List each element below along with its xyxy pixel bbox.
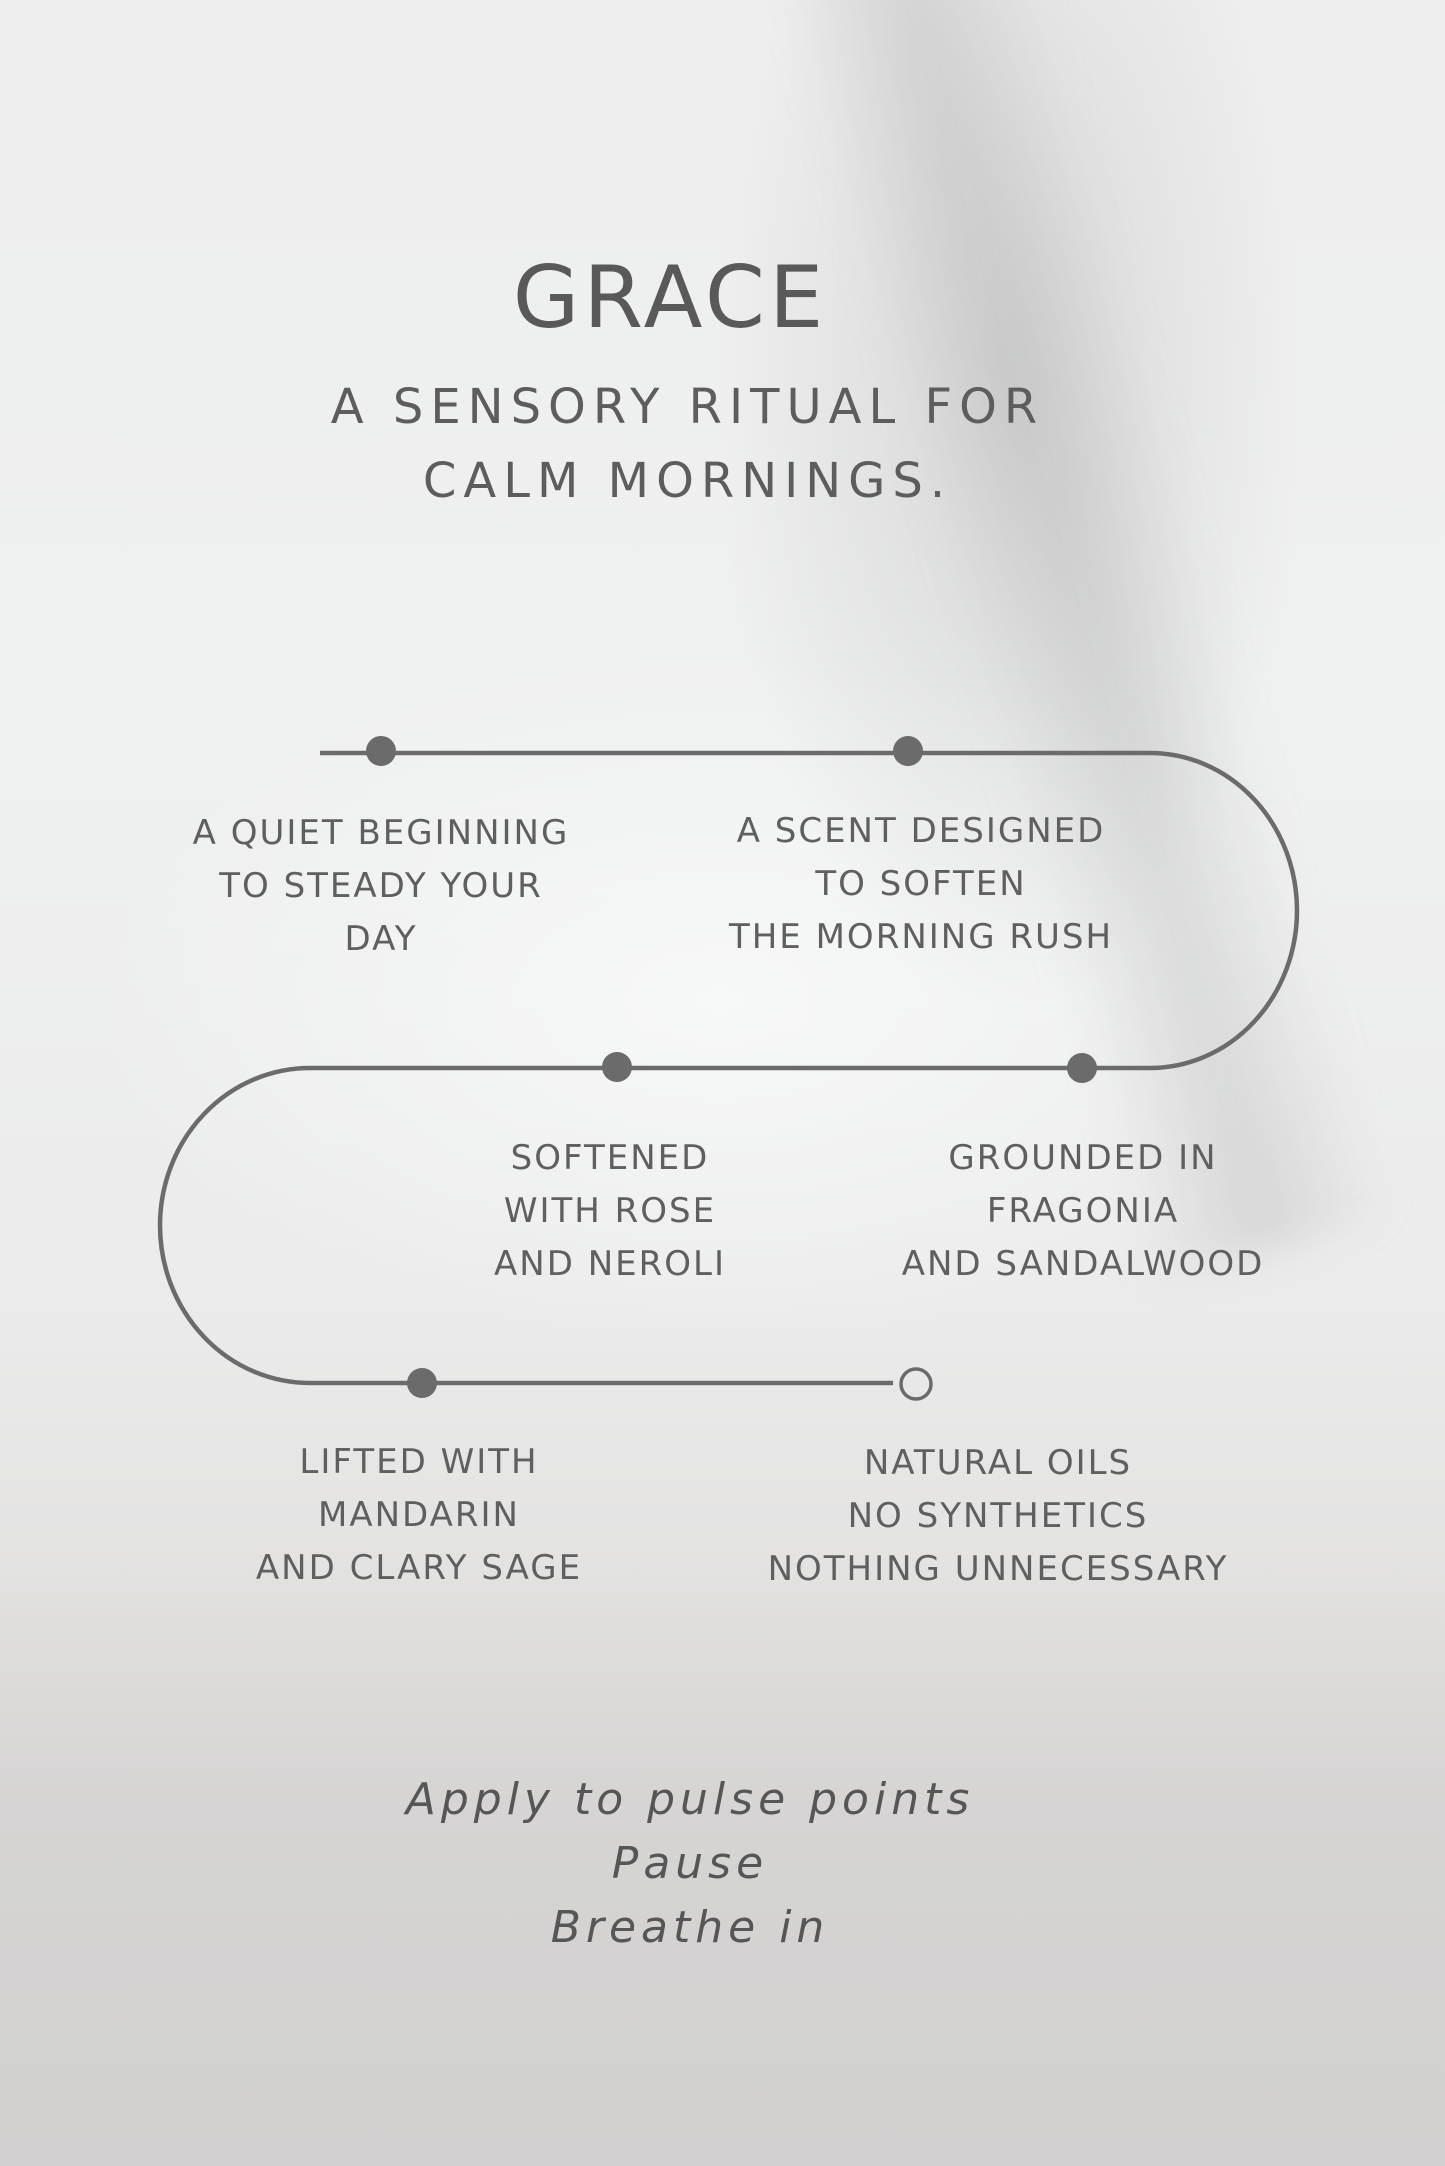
ritual-line: Pause [611, 1838, 769, 1889]
step-line: TO STEADY YOUR [219, 866, 543, 906]
step-line: A SCENT DESIGNED [736, 811, 1106, 851]
ritual-instructions: Apply to pulse points Pause Breathe in [0, 1768, 1380, 1960]
floor-shadow [0, 1560, 1445, 2166]
timeline-dot-4 [1067, 1053, 1097, 1083]
timeline-end-ring [899, 1367, 933, 1401]
timeline-dot-2 [893, 736, 923, 766]
step-line: NOTHING UNNECESSARY [767, 1549, 1229, 1589]
step-line: LIFTED WITH [299, 1442, 539, 1482]
step-line: MANDARIN [318, 1495, 520, 1535]
subtitle-line: CALM MORNINGS. [422, 453, 953, 509]
page-title: GRACE [512, 247, 828, 348]
subtitle-line: A SENSORY RITUAL FOR [330, 379, 1045, 435]
step-mandarin-clary-sage: LIFTED WITH MANDARIN AND CLARY SAGE [189, 1436, 649, 1595]
ritual-line: Apply to pulse points [405, 1774, 975, 1825]
timeline-dot-1 [366, 736, 396, 766]
ritual-line: Breathe in [550, 1902, 830, 1953]
timeline-dot-3 [602, 1052, 632, 1082]
step-rose-neroli: SOFTENED WITH ROSE AND NEROLI [410, 1132, 810, 1291]
step-line: FRAGONIA [986, 1191, 1180, 1231]
step-line: GROUNDED IN [948, 1138, 1218, 1178]
step-line: NATURAL OILS [863, 1443, 1133, 1483]
step-natural-oils: NATURAL OILS NO SYNTHETICS NOTHING UNNEC… [718, 1437, 1278, 1596]
step-line: AND NEROLI [494, 1244, 726, 1284]
step-scent-designed: A SCENT DESIGNED TO SOFTEN THE MORNING R… [666, 805, 1176, 964]
subtitle: A SENSORY RITUAL FOR CALM MORNINGS. [0, 370, 1375, 518]
step-line: TO SOFTEN [815, 864, 1027, 904]
step-line: DAY [344, 919, 418, 959]
timeline-dot-5 [407, 1368, 437, 1398]
timeline-line [157, 750, 1300, 1386]
step-line: WITH ROSE [503, 1191, 717, 1231]
step-line: THE MORNING RUSH [728, 917, 1114, 957]
step-line: NO SYNTHETICS [847, 1496, 1149, 1536]
step-fragonia-sandalwood: GROUNDED IN FRAGONIA AND SANDALWOOD [828, 1132, 1338, 1291]
step-quiet-beginning: A QUIET BEGINNING TO STEADY YOUR DAY [131, 807, 631, 966]
step-line: A QUIET BEGINNING [192, 813, 570, 853]
step-line: SOFTENED [510, 1138, 710, 1178]
step-line: AND CLARY SAGE [255, 1548, 583, 1588]
step-line: AND SANDALWOOD [901, 1244, 1265, 1284]
